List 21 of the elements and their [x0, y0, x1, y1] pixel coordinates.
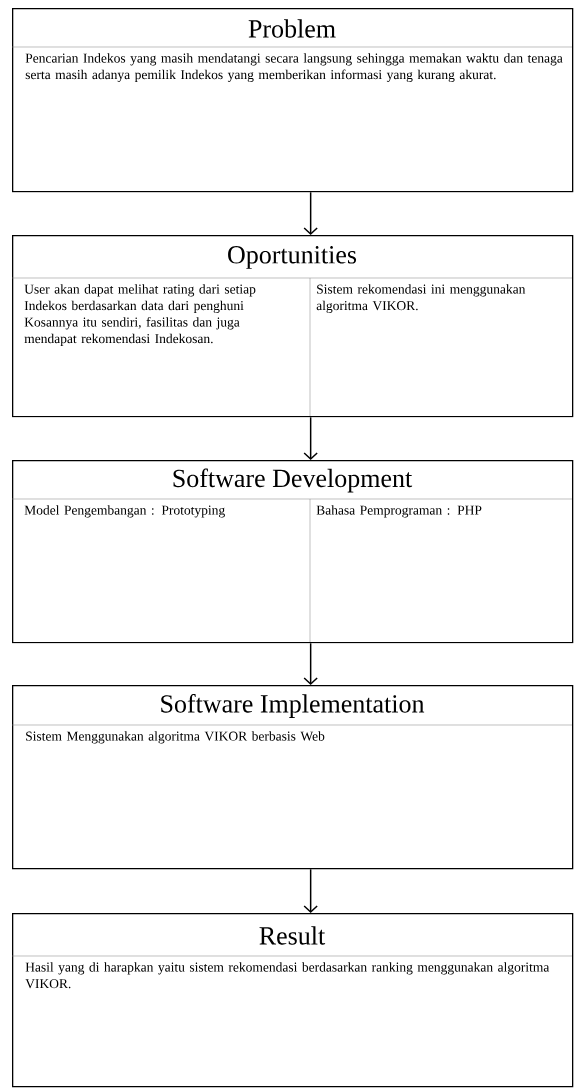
section-box: [11, 8, 574, 193]
section-heading: Result: [259, 926, 326, 945]
section-box: [11, 685, 574, 870]
section-heading: Software Development: [173, 468, 413, 493]
section-box: [11, 913, 574, 1088]
body-text: Pencarian Indekos yang masih mendatangi secara langsung sehingga memakan waktu dan tenaga serta masih adanya pemilik Indekos yang memberikan informasi yang kurang akurat.: [25, 53, 563, 82]
table-cell: Model Pengembangan : Prototyping: [24, 505, 225, 518]
arrow: [303, 191, 318, 235]
section-box: [11, 460, 574, 644]
section-box: [11, 235, 574, 418]
table-cell: Bahasa Pemprograman : PHP: [316, 505, 482, 518]
section-heading: Software Implementation: [161, 694, 425, 718]
arrow: [303, 868, 318, 913]
section-heading: Problem: [248, 19, 336, 38]
table-cell: User akan dapat melihat rating dari setiap Indekos berdasarkan data dari penghuni Kosannya itu sendiri, fasilitas dan juga mendapat rekomendasi Indekosan.: [24, 284, 256, 346]
arrow: [303, 642, 318, 685]
body-text: Sistem Menggunakan algoritma VIKOR berbasis Web: [26, 731, 325, 744]
section-heading: Oportunities: [228, 246, 357, 269]
arrow: [303, 416, 318, 460]
table-cell: Sistem rekomendasi ini menggunakan algoritma VIKOR.: [316, 284, 526, 313]
body-text: Hasil yang di harapkan yaitu sistem rekomendasi berdasarkan ranking menggunakan algoritma VIKOR.: [25, 962, 550, 989]
